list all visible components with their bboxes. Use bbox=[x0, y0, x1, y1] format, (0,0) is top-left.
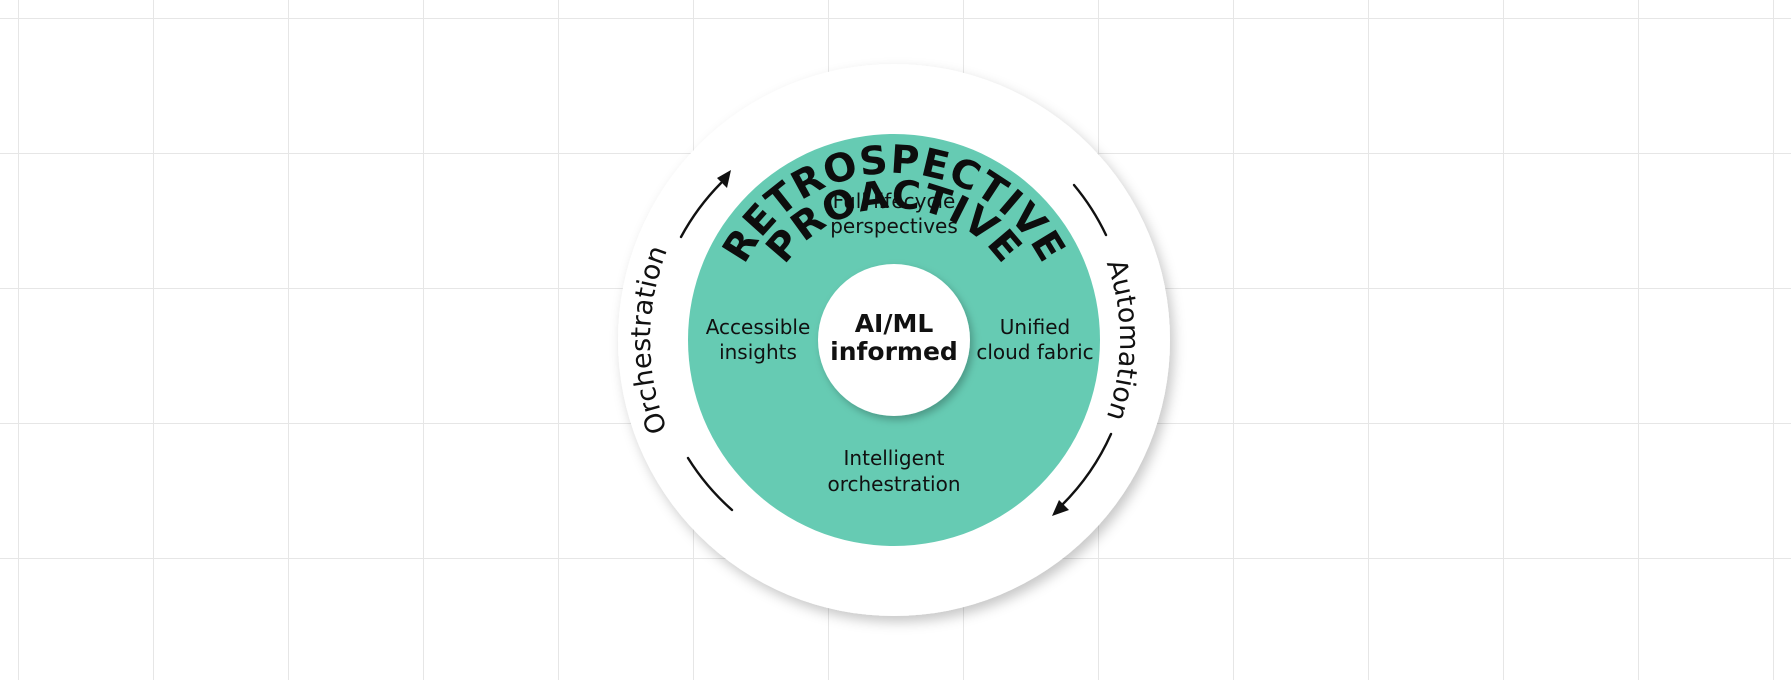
segment-left-line1: Accessible bbox=[706, 315, 811, 339]
segment-bottom-line2: orchestration bbox=[827, 472, 960, 496]
arrow-arc-upper-right bbox=[1072, 183, 1108, 237]
center-label-line2: informed bbox=[830, 337, 958, 366]
segment-top-line1: Full lifecycle bbox=[833, 189, 956, 213]
arrow-head-upper-left-icon bbox=[717, 170, 731, 188]
segment-bottom-line1: Intelligent bbox=[844, 446, 945, 470]
arrow-head-lower-right-icon bbox=[1052, 500, 1069, 516]
arrow-arc-upper-left bbox=[679, 181, 723, 239]
segment-left-line2: insights bbox=[719, 340, 797, 364]
arrow-arc-lower-right bbox=[1060, 432, 1113, 507]
center-label-line1: AI/ML bbox=[855, 309, 934, 338]
center-circle bbox=[818, 264, 970, 416]
segment-right-line2: cloud fabric bbox=[976, 340, 1093, 364]
arrow-arc-lower-left bbox=[686, 456, 734, 512]
segment-top-line2: perspectives bbox=[830, 214, 958, 238]
segment-right-line1: Unified bbox=[1000, 315, 1070, 339]
